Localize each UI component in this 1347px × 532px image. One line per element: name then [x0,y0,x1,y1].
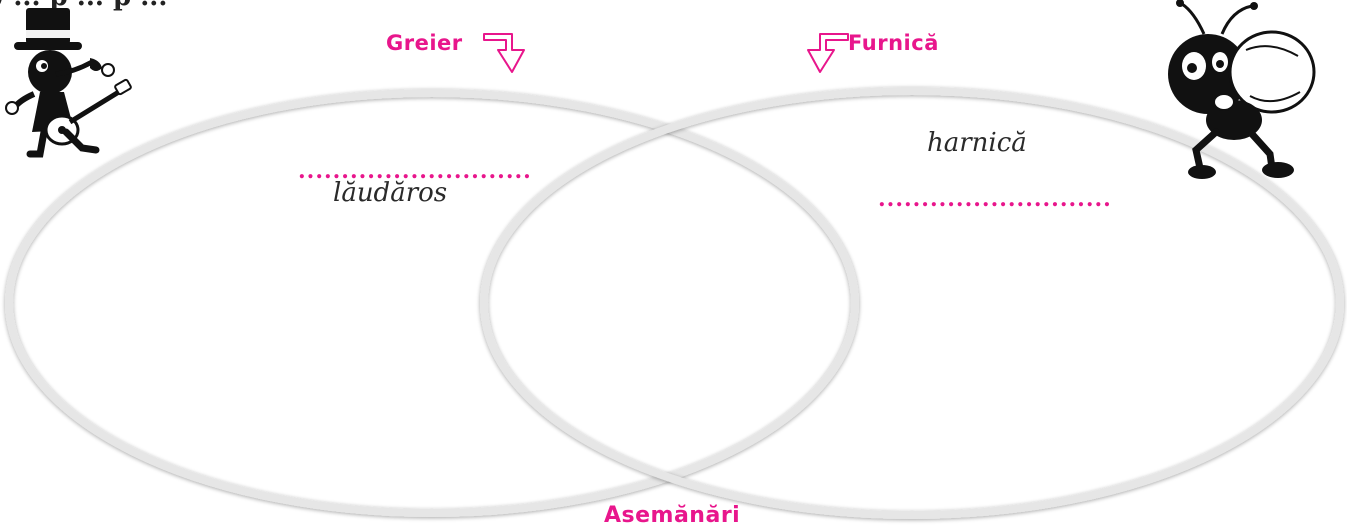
greier-arrow-icon [483,33,525,73]
ant-carrying-sack-icon [1168,0,1316,179]
left-set-label: Greier [386,31,463,55]
left-word-laudaros: lăudăros [333,178,448,208]
left-blank-line[interactable]: ........................... [298,158,532,184]
furnica-arrow-icon [807,33,849,73]
right-set-ellipse [480,87,1344,519]
left-set-ellipse [5,89,859,517]
cricket-with-guitar-icon [5,8,132,158]
right-set-label: Furnică [848,31,939,55]
intersection-label: Asemănări [604,503,741,528]
right-word-harnica: harnică [927,128,1027,158]
right-blank-line[interactable]: ........................... [878,186,1112,212]
